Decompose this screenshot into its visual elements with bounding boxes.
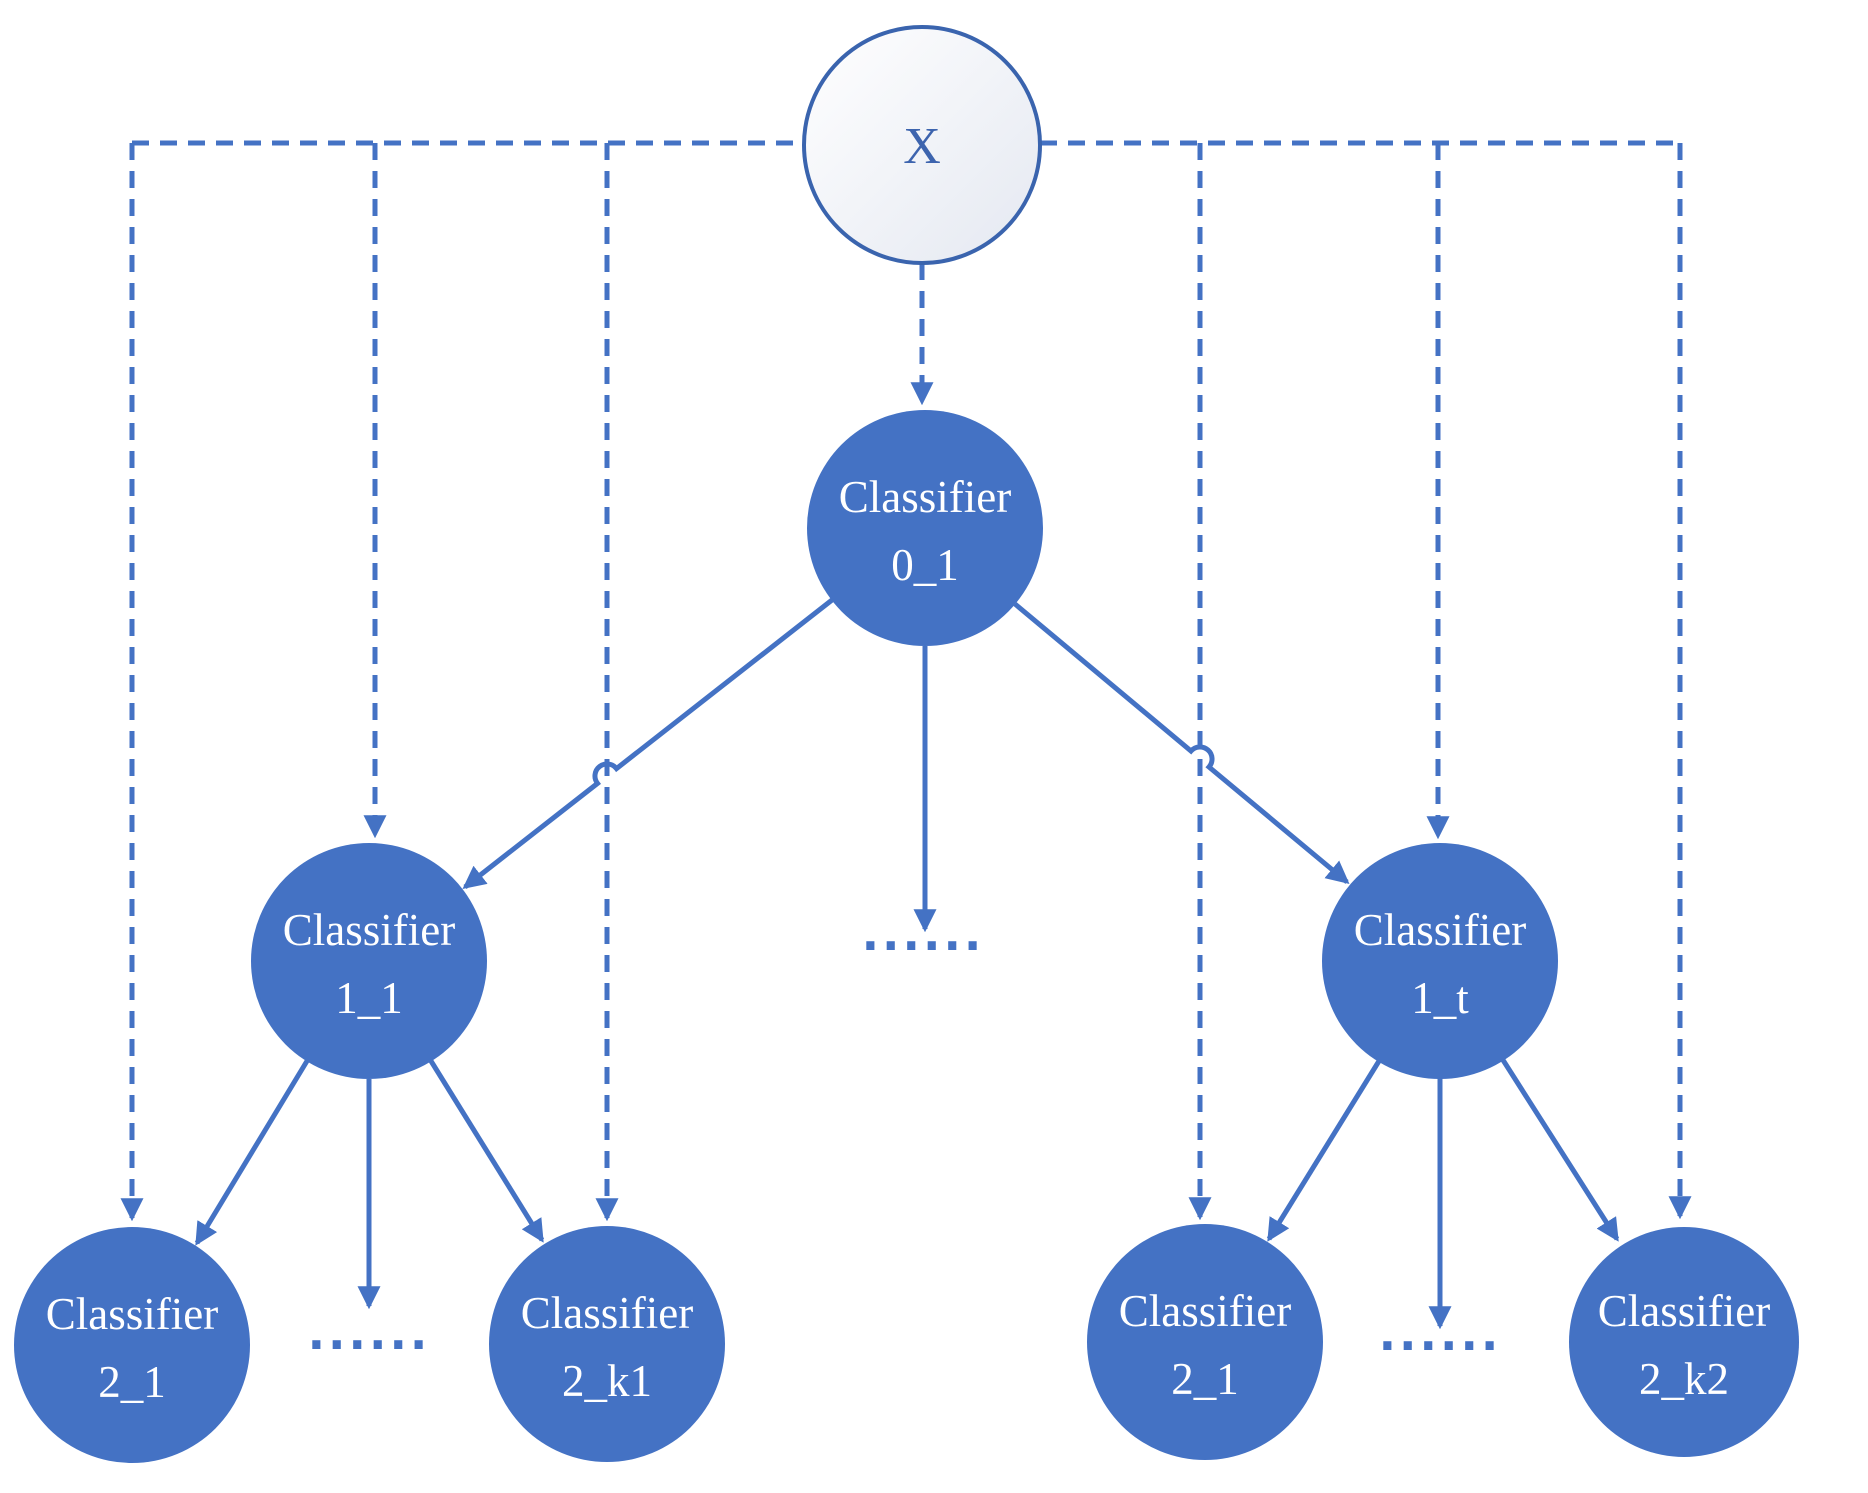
node-x-label: X (903, 118, 941, 175)
node-classifier-0-1-line2: 0_1 (891, 540, 959, 590)
node-classifier-2-1-right: Classifier 2_1 (1087, 1224, 1323, 1460)
node-classifier-2-k2-line1: Classifier (1598, 1286, 1770, 1336)
node-classifier-2-1-right-circle (1087, 1224, 1323, 1460)
node-classifier-2-1-left-line2: 2_1 (98, 1357, 166, 1407)
node-classifier-2-k1-circle (489, 1226, 725, 1462)
node-classifier-2-k1: Classifier 2_k1 (489, 1226, 725, 1462)
node-classifier-2-1-left-circle (14, 1227, 250, 1463)
node-classifier-0-1-line1: Classifier (839, 472, 1011, 522)
node-classifier-1-1-circle (251, 843, 487, 1079)
node-classifier-0-1: Classifier 0_1 (807, 410, 1043, 646)
dashed-rails (120, 140, 1692, 1222)
node-classifier-1-1: Classifier 1_1 (251, 843, 487, 1079)
solid-edges (194, 598, 1620, 1330)
ellipsis-left: ...... (308, 1306, 431, 1360)
node-classifier-2-k1-line2: 2_k1 (562, 1356, 652, 1406)
ellipsis-middle: ...... (862, 907, 985, 961)
node-classifier-0-1-circle (807, 410, 1043, 646)
node-classifier-1-t-line1: Classifier (1354, 905, 1526, 955)
node-classifier-2-1-right-line2: 2_1 (1171, 1354, 1239, 1404)
node-classifier-2-1-left-line1: Classifier (46, 1289, 218, 1339)
edge-classifier-1-t-to-2-k2 (1500, 1058, 1620, 1242)
node-classifier-2-k2-circle (1569, 1227, 1799, 1457)
node-classifier-1-1-line1: Classifier (283, 905, 455, 955)
edge-classifier-1-t-to-2-1-right (1266, 1059, 1382, 1242)
edge-classifier-0-1-to-1-t (1013, 602, 1350, 885)
ellipsis-labels: ...... ...... ...... (308, 907, 1502, 1361)
node-x: X (802, 25, 1042, 265)
node-classifier-2-1-right-line1: Classifier (1119, 1286, 1291, 1336)
edge-classifier-1-1-to-2-1-left (194, 1059, 310, 1246)
node-classifier-1-1-line2: 1_1 (335, 973, 403, 1023)
node-classifier-2-k1-line1: Classifier (521, 1288, 693, 1338)
node-x-circle (802, 25, 1042, 265)
edge-classifier-1-1-to-2-k1 (428, 1059, 545, 1243)
node-classifier-2-k2: Classifier 2_k2 (1569, 1227, 1799, 1457)
node-classifier-1-t-circle (1322, 843, 1558, 1079)
node-classifier-2-1-left: Classifier 2_1 (14, 1227, 250, 1463)
ellipsis-right: ...... (1379, 1307, 1502, 1361)
node-classifier-1-t-line2: 1_t (1411, 973, 1469, 1023)
node-classifier-1-t: Classifier 1_t (1322, 843, 1558, 1079)
edge-classifier-0-1-to-1-1 (462, 598, 834, 889)
node-classifier-2-k2-line2: 2_k2 (1639, 1354, 1729, 1404)
